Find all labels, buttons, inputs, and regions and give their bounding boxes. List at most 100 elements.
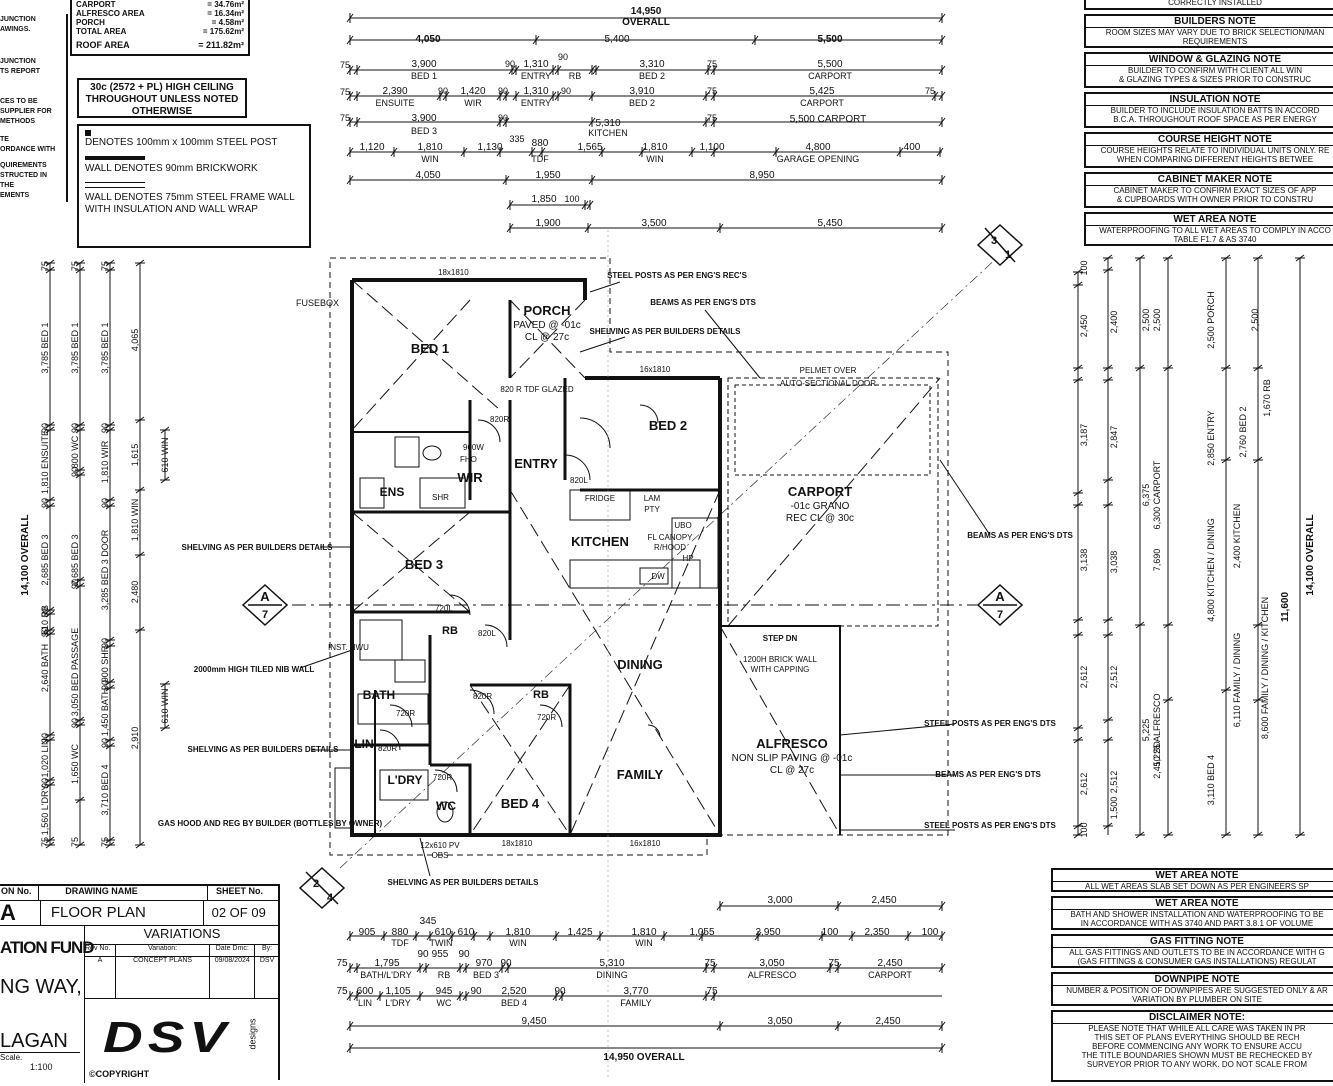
dimension-value: 600 [357, 986, 374, 997]
dimension-value: ENTRY [521, 98, 551, 108]
note-body-line: ALL GAS FITTINGS AND OUTLETS TO BE IN AC… [1069, 948, 1325, 957]
dimension-value: 3,900 [411, 113, 436, 124]
note-body-line: TABLE F1.7 & AS 3740 [1173, 235, 1257, 244]
dimension-value: L'DRY [385, 998, 411, 1008]
dimension-value: 345 [420, 916, 437, 927]
dimension-value: 100 [1079, 260, 1089, 275]
brick-wall-symbol [85, 156, 145, 160]
scale-value: 1:100 [30, 1062, 53, 1072]
ceiling-note: 30c (2572 + PL) HIGH CEILING THROUGHOUT … [77, 78, 247, 118]
wc-toilet [436, 801, 454, 823]
dimension-value: 2,685 BED 3 [40, 534, 50, 585]
dimension-value: 2,512 [1109, 771, 1119, 794]
dimension-value: 2,500 [1152, 309, 1162, 332]
dimension-value: 90 [40, 607, 50, 617]
marker-bottom-sheet: 4 [327, 892, 334, 904]
ens-shower [419, 477, 466, 509]
dimension-value: 1,425 [567, 927, 592, 938]
note-title: WET AREA NOTE [1053, 898, 1333, 910]
room-ldry: L'DRY [387, 773, 422, 787]
dimension-value: 905 [359, 927, 376, 938]
dimension-value: 3,785 BED 1 [40, 322, 50, 373]
callout-leader-8 [419, 837, 431, 877]
hp-label: HP [682, 554, 693, 563]
porch-cl: CL @ 27c [525, 332, 569, 343]
variations-table: VARIATIONS Rev No. Variation: Date Dmc: … [84, 926, 279, 999]
dimension-value: 90 [558, 52, 568, 62]
bath-tub [357, 693, 429, 725]
porch-note: PAVED @ -01c [513, 320, 581, 331]
door-720r-1: 720R [537, 713, 556, 722]
dimension-value: 2,390 [382, 86, 407, 97]
callout-steel-posts-2: STEEL POSTS AS PER ENG'S DTS [924, 719, 1056, 728]
area-value: = 175.62m² [202, 27, 244, 36]
door-820r-2: 820R [473, 692, 492, 701]
dimension-value: CARPORT [868, 970, 912, 980]
garage-door-outline [734, 384, 931, 476]
dimension-value: 1,560 L'DRY [40, 785, 50, 836]
dimension-value: 510 RB [40, 605, 50, 635]
dimension-value: 335 [509, 134, 524, 144]
dimension-value: 1,795 [374, 958, 399, 969]
note-body-line: PLEASE NOTE THAT WHILE ALL CARE WAS TAKE… [1088, 1024, 1306, 1033]
col-header-sheet: SHEET No. [206, 886, 278, 900]
dimension-value: 5,310 [595, 118, 620, 129]
dimension-value: 4,050 [415, 34, 440, 45]
callout-shelving-4: SHELVING AS PER BUILDERS DETAILS [388, 878, 540, 887]
note-title: CABINET MAKER NOTE [1086, 174, 1333, 186]
left-stub-line: AWINGS. [0, 26, 31, 33]
dimension-value: 5,450 [817, 218, 842, 229]
dimension-value: 1,105 [385, 986, 410, 997]
dimension-value: 2,500 PORCH [1206, 291, 1216, 349]
marker-right-num: A [995, 589, 1005, 604]
bath-shower [359, 619, 403, 661]
auto-door-label: AUTO-SECTIONAL DOOR [780, 379, 876, 388]
dimension-value: 8,950 [749, 170, 774, 181]
dimension-value: 1,900 [535, 218, 560, 229]
room-rb-2: RB [533, 689, 549, 701]
dimension-value: 610 [458, 927, 475, 938]
dimension-value: 2,450 [877, 958, 902, 969]
dimension-value: 3,310 [639, 59, 664, 70]
dimension-value: LIN [358, 998, 372, 1008]
marker-top-num: 3 [991, 235, 997, 247]
hwu-unit [334, 767, 352, 829]
dimension-value: 610 [435, 927, 452, 938]
col-header-drawing: DRAWING NAME [38, 886, 207, 900]
marker-right-sheet: 7 [997, 609, 1003, 621]
dimension-value: BED 2 [629, 98, 655, 108]
legend-box: DENOTES 100mm x 100mm STEEL POST WALL DE… [77, 124, 311, 248]
dimension-lines [45, 13, 1305, 1053]
note-body-line: WATERPROOFING TO ALL WET AREAS TO COMPLY… [1099, 226, 1331, 235]
callout-gas-hood: GAS HOOD AND REG BY BUILDER (BOTTLES BY … [158, 819, 383, 828]
dimension-value: 75 [707, 113, 717, 123]
door-820l-1: 820L [570, 476, 588, 485]
callout-leader-10 [839, 723, 956, 736]
note-body-line: SURVEYOR PRIOR TO ANY WORK. DO NOT SCALE… [1086, 1060, 1308, 1069]
note-body-line: WHEN COMPARING DIFFERENT HEIGHTS BETWEE [1116, 155, 1314, 164]
callout-beams-2: BEAMS AS PER ENG'S DTS [967, 531, 1073, 540]
brick-wall-label: 1200H BRICK WALL [743, 655, 818, 664]
dimension-value: 800 WC [70, 435, 80, 468]
room-wir: WIR [457, 470, 483, 485]
dimension-value: 14,950 [631, 6, 662, 17]
win-bed4-label: 18x1810 [502, 839, 533, 848]
copyright-label: ©COPYRIGHT [89, 1069, 150, 1079]
dimension-value: ALFRESCO [748, 970, 797, 980]
dimension-value: 2,410 SD [1152, 741, 1162, 779]
area-value: = 4.58m² [211, 18, 244, 27]
dimension-value: 3,910 [629, 86, 654, 97]
dimension-value: 90 [470, 986, 482, 997]
alfresco-cl: CL @ 27c [770, 765, 814, 776]
area-label: PORCH [76, 18, 105, 27]
dimension-value: 1,615 [130, 444, 140, 467]
note-body-line: ALL WET AREAS SLAB SET DOWN AS PER ENGIN… [1085, 882, 1309, 891]
